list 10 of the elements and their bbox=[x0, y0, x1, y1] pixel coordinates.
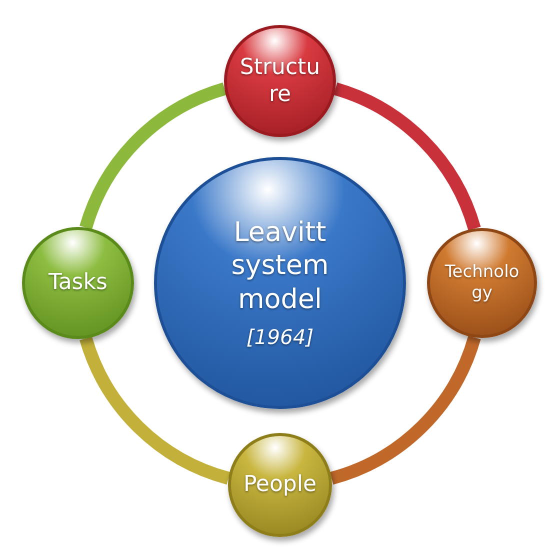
node-label: Tasks bbox=[48, 269, 108, 297]
ring-connector bbox=[80, 336, 230, 484]
node-label: Technology bbox=[444, 262, 520, 304]
node-label: Structure bbox=[239, 54, 321, 108]
node-label: People bbox=[243, 471, 317, 499]
ring-connector bbox=[80, 82, 227, 230]
ring-connector bbox=[330, 335, 481, 484]
year-label: [1964] bbox=[246, 324, 314, 350]
node-label: Leavitt system model bbox=[230, 216, 330, 317]
ring-connector bbox=[333, 82, 481, 231]
